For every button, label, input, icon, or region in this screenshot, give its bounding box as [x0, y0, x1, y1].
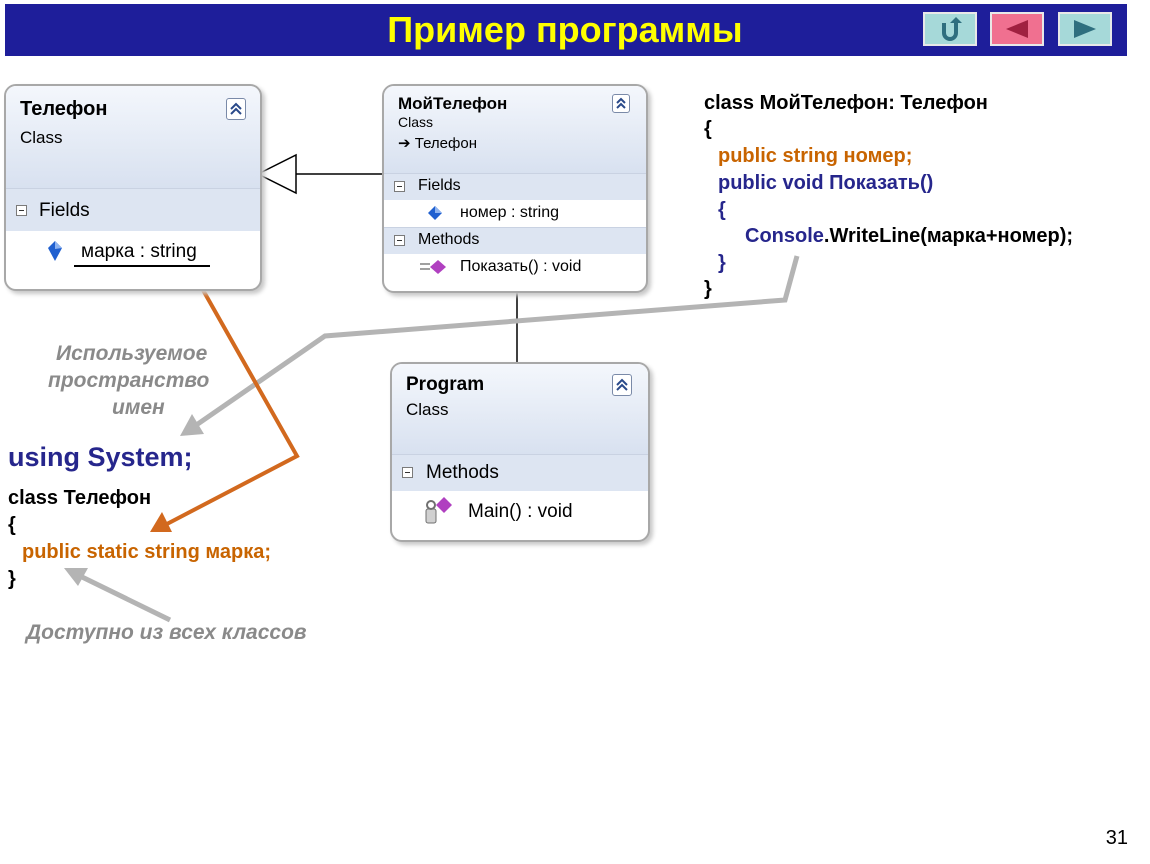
class-base: ➔ Телефон — [398, 134, 477, 152]
collapse-button[interactable] — [612, 94, 630, 113]
code-token-writeline: .WriteLine(марка+номер); — [823, 225, 1074, 247]
field-row[interactable]: номер : string — [384, 200, 646, 227]
field-arrowhead — [150, 512, 172, 532]
page-number: 31 — [1105, 827, 1128, 849]
using-directive: using System; — [8, 442, 193, 472]
code-line: Console.WriteLine(марка+номер); — [745, 223, 1073, 249]
previous-slide-button[interactable] — [990, 12, 1044, 46]
collapse-minus-icon[interactable] — [394, 235, 405, 246]
inherits-arrow-icon: ➔ — [398, 135, 415, 152]
class-box-moy-telefon[interactable]: МойТелефон Class ➔ Телефон Fields номер … — [382, 84, 648, 293]
return-arrow-icon — [942, 17, 962, 41]
fields-section-header[interactable]: Fields — [384, 173, 646, 200]
base-class-label: Телефон — [414, 135, 477, 152]
access-arrow-line — [78, 573, 172, 623]
next-slide-button[interactable] — [1058, 12, 1112, 46]
method-row[interactable]: Показать() : void — [384, 254, 646, 284]
field-icon — [428, 206, 442, 220]
class-stereotype: Class — [398, 114, 434, 130]
triangle-right-icon — [1074, 20, 1096, 38]
code-line: { — [704, 118, 712, 140]
collapse-minus-icon[interactable] — [16, 205, 27, 216]
collapse-minus-icon[interactable] — [402, 467, 413, 478]
code-line: } — [718, 252, 726, 274]
annotation-namespace-line3: имен — [112, 396, 165, 419]
field-underline — [74, 265, 210, 267]
annotation-namespace-line1: Используемое — [56, 342, 208, 365]
fields-section-header[interactable]: Fields — [6, 188, 260, 231]
code-line: } — [8, 568, 16, 590]
methods-section-header[interactable]: Methods — [392, 454, 648, 491]
section-label: Methods — [418, 231, 480, 248]
double-chevron-up-icon — [616, 378, 628, 391]
field-row[interactable]: марка : string — [6, 231, 260, 286]
code-line: class Телефон — [8, 487, 152, 509]
triangle-left-icon — [1006, 20, 1028, 38]
class-name: Program — [406, 374, 485, 395]
access-arrowhead — [64, 568, 88, 586]
class-box-program[interactable]: Program Class Methods Main() : void — [390, 362, 650, 542]
code-line: public void Показать() — [718, 172, 934, 194]
code-token-console: Console — [745, 225, 824, 247]
class-stereotype: Class — [406, 400, 449, 419]
double-chevron-up-icon — [230, 102, 242, 115]
field-label: номер : string — [460, 204, 559, 221]
code-line: } — [704, 278, 712, 300]
class-name: МойТелефон — [398, 94, 508, 113]
class-stereotype: Class — [20, 128, 63, 147]
section-label: Fields — [39, 200, 90, 221]
namespace-arrow-line — [190, 255, 800, 431]
method-row[interactable]: Main() : void — [392, 491, 648, 540]
namespace-arrowhead — [180, 414, 204, 436]
method-label: Показать() : void — [460, 258, 582, 275]
method-icon — [420, 260, 446, 274]
method-label: Main() : void — [468, 501, 573, 522]
code-line: public string номер; — [718, 145, 913, 167]
double-chevron-up-icon — [616, 97, 626, 109]
collapse-minus-icon[interactable] — [394, 181, 405, 192]
code-line: { — [8, 514, 16, 536]
section-label: Fields — [418, 177, 461, 194]
annotation-namespace-line2: пространство — [48, 369, 210, 392]
inheritance-triangle — [256, 153, 297, 195]
class-box-telefon[interactable]: Телефон Class Fields марка : string — [4, 84, 262, 291]
collapse-button[interactable] — [226, 98, 246, 120]
field-arrow-line — [164, 282, 300, 527]
annotation-accessible: Доступно из всех классов — [26, 621, 307, 644]
code-line: { — [718, 199, 726, 221]
return-button[interactable] — [923, 12, 977, 46]
code-line: class МойТелефон: Телефон — [704, 92, 988, 114]
static-method-icon — [425, 497, 452, 524]
collapse-button[interactable] — [612, 374, 632, 396]
class-name: Телефон — [20, 98, 108, 120]
slide-title: Пример программы — [387, 9, 743, 50]
field-icon — [48, 241, 62, 261]
methods-section-header[interactable]: Methods — [384, 227, 646, 254]
code-line: public static string марка; — [22, 541, 272, 563]
field-label: марка : string — [81, 241, 197, 262]
section-label: Methods — [426, 462, 499, 483]
